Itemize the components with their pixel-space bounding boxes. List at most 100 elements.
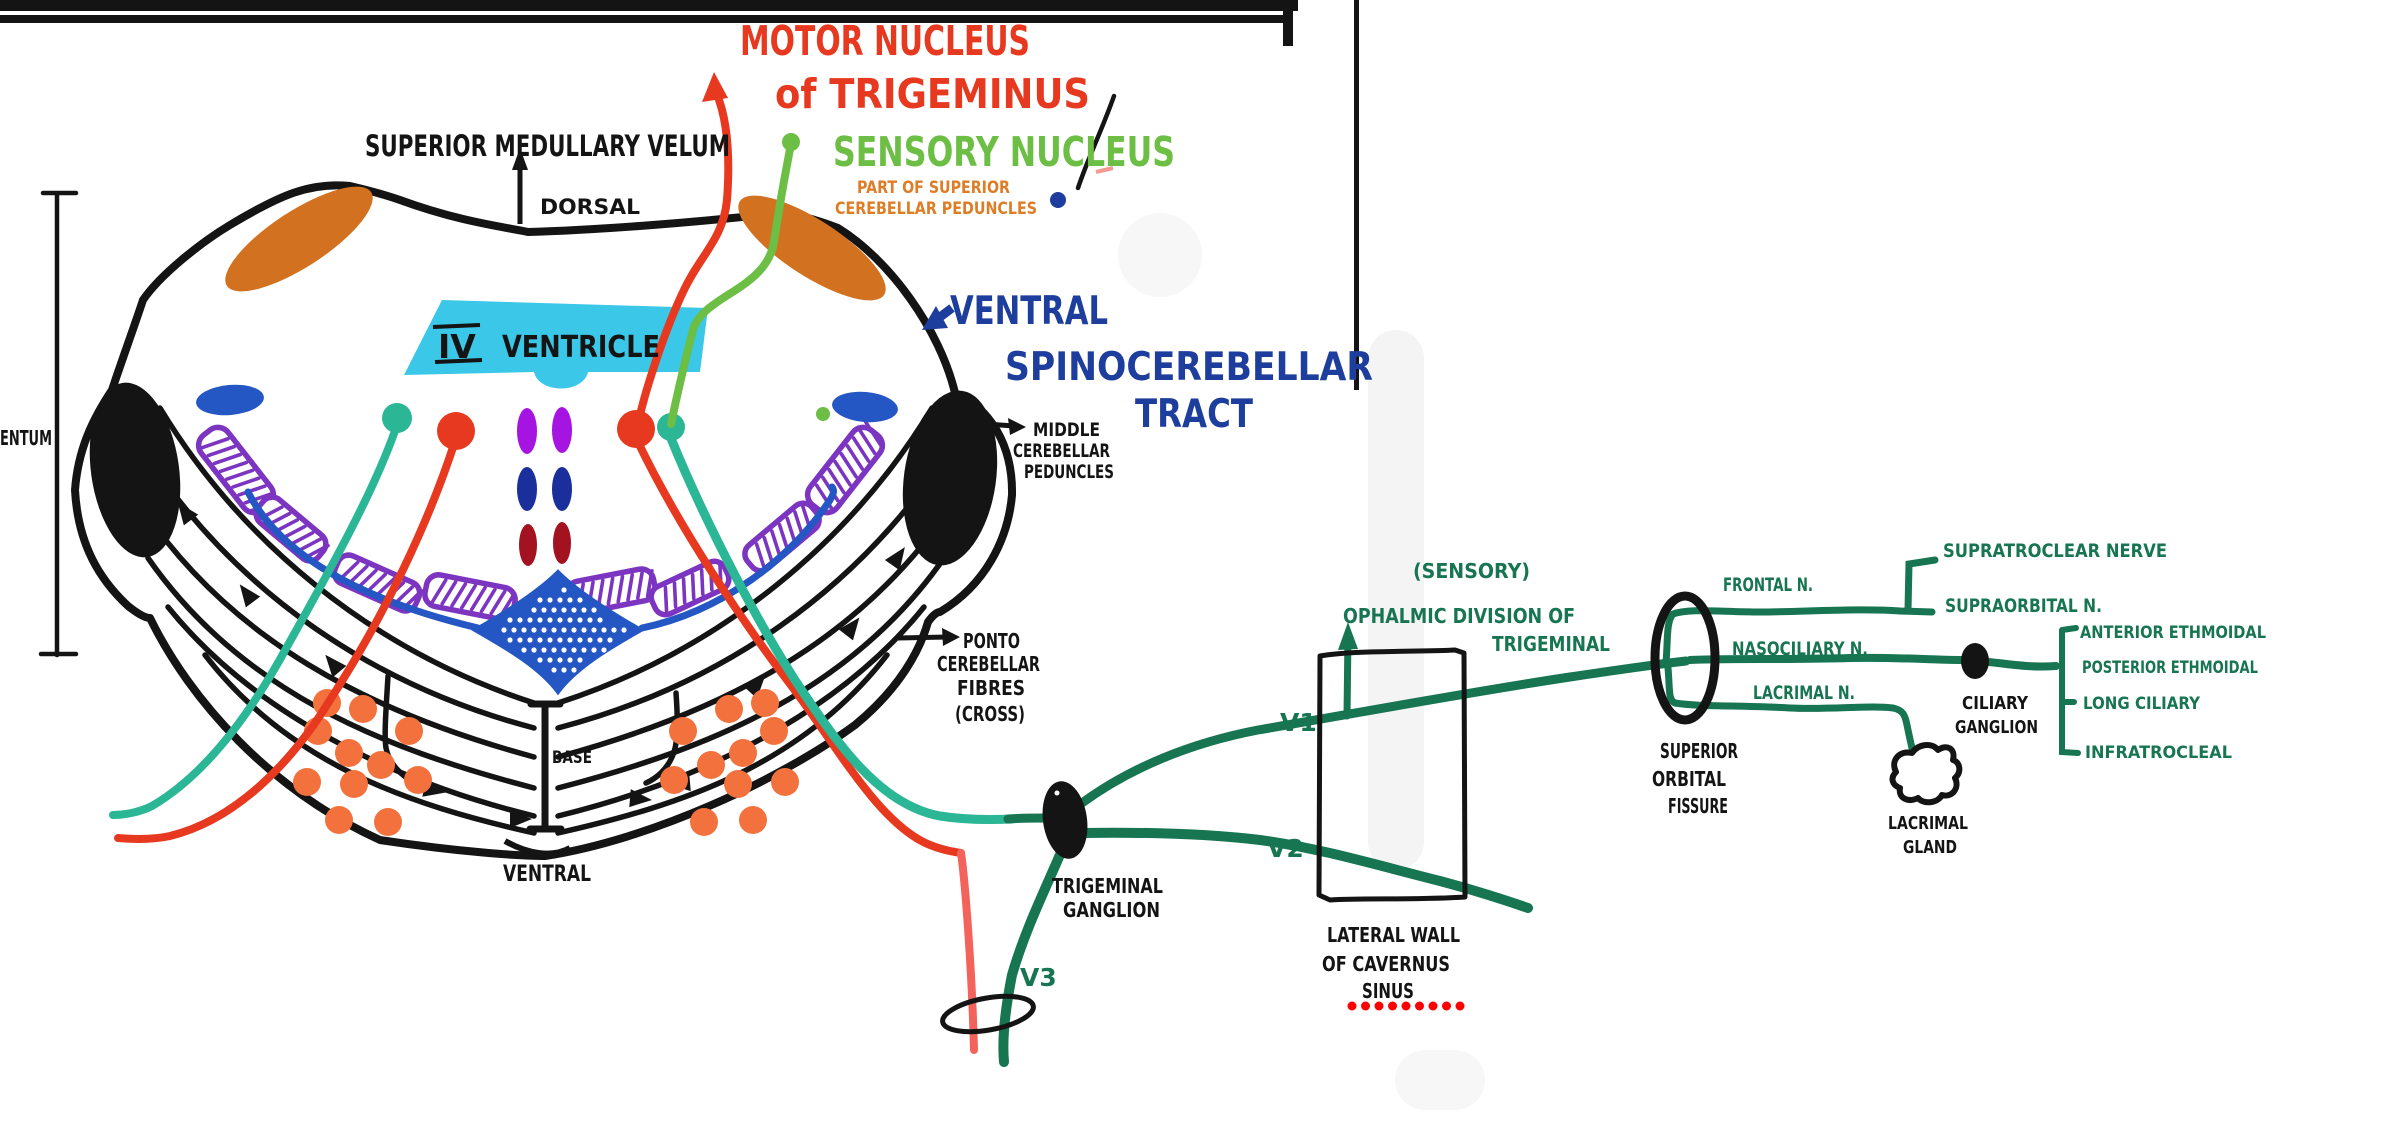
label-ophthalmic-2: TRIGEMINAL [1492,632,1610,656]
red-dotted-underline [1347,1001,1465,1011]
label-sup-orbital-3: FISSURE [1668,794,1728,818]
pontine-dot [771,768,799,796]
middle-peduncle-arrow [985,418,1026,435]
motor-root-v3 [957,849,978,1054]
pontine-dot [325,806,353,834]
pontine-dot [751,689,779,717]
label-ponto-1: PONTO [963,629,1020,653]
pontine-dot [739,806,767,834]
pontine-dot [669,717,697,745]
pontine-dot [404,766,432,794]
small-green-dot [816,407,830,421]
pontine-dot [374,808,402,836]
cavernous-sinus-wall-rect [1316,647,1468,903]
label-trigeminal-ganglion-1: TRIGEMINAL [1052,874,1163,898]
pontine-dot [760,717,788,745]
sensory-leader-line [667,140,795,428]
label-trigeminal-ganglion-2: GANGLION [1063,898,1160,922]
label-lateral-wall-1: LATERAL WALL [1327,923,1460,947]
dorsal-arrow [512,148,528,224]
pontine-dot [660,766,688,794]
pontine-dot [697,751,725,779]
raphe-diamond [470,569,646,696]
supratrochlear-bracket [1904,556,1939,614]
label-ventricle: VENTRICLE [502,330,660,365]
pontine-dot [715,695,743,723]
left-motor-nucleus-dot [437,412,475,450]
pontine-dot [340,770,368,798]
pontine-dot [395,717,423,745]
pontine-dot [724,770,752,798]
right-red-tract [633,436,965,857]
tegmentum-bracket [38,190,79,658]
left-red-tract [114,434,460,843]
label-motor-nucleus-2: of TRIGEMINUS [775,70,1090,118]
left-sensory-nucleus-dot [382,403,412,433]
nasociliary-branch [1686,653,1966,664]
label-ventral-tract-2: SPINOCEREBELLAR [1005,345,1373,390]
trigeminal-nerve-branches [998,556,2081,1067]
label-tegmentum: ENTUM [0,426,52,450]
right-peduncle-ellipse [902,390,998,566]
label-lacrimal-gland-2: GLAND [1903,837,1957,858]
faint-smudges [1368,330,1424,870]
label-middle-3: PEDUNCLES [1024,461,1114,483]
hatched-segment [804,420,886,516]
left-teal-tract [109,421,401,819]
ganglion-highlight [1054,790,1060,796]
label-sensory-nucleus: SENSORY NUCLEUS [833,128,1175,176]
label-base: BASE [552,748,592,768]
frontal-branch [1662,606,1936,666]
hatched-segment [195,424,280,516]
foramen-ovale-ring [940,993,1036,1035]
pons-crease [503,838,572,857]
label-ponto-3: FIBRES [957,676,1025,700]
navy-nucleus-1 [517,467,537,511]
label-ciliary-ganglion-2: GANGLION [1955,717,2038,738]
v3-branch [998,845,1067,1067]
right-motor-nucleus-dot [617,410,655,448]
label-part-superior-1: PART OF SUPERIOR [857,178,1010,198]
violet-nucleus-2 [552,407,572,453]
label-lateral-wall-2: OF CAVERNUS [1322,952,1450,976]
stray-pink-tick [1095,166,1114,174]
pons-outline [71,181,1017,860]
top-frame-edge [0,0,1359,390]
v1-branch [1077,656,1691,808]
label-ventral-tract-1: VENTRAL [950,289,1108,334]
violet-nucleus-1 [517,408,537,454]
label-v1: V1 [1280,708,1317,737]
base-line [526,700,565,833]
right-teal-tract [665,431,1017,825]
left-orange-peduncle [225,186,373,292]
fourth-ventricle [404,300,708,389]
right-spinocerebellar-ellipse [832,391,898,423]
left-spinocerebellar-ellipse [196,384,264,416]
label-velum: SUPERIOR MEDULLARY VELUM [365,129,730,163]
left-peduncle-ellipse [89,382,181,558]
label-infratrochlear: INFRATROCLEAL [2085,743,2232,763]
label-sup-orbital-2: ORBITAL [1652,767,1726,791]
label-lacrimal-n: LACRIMAL N. [1753,682,1855,704]
diamond-crosshatch-holes [501,587,627,673]
label-ciliary-ganglion-1: CILIARY [1962,693,2029,714]
ophthalmic-arrowhead [1338,622,1358,650]
motor-leader-arrowhead [702,72,728,102]
label-v2: V2 [1267,834,1304,863]
lacrimal-branch [1664,664,1919,766]
v2-branch [1075,827,1533,913]
label-dorsal: DORSAL [540,195,640,219]
darkred-nucleus-1 [519,524,537,566]
pontine-nuclei-dots [293,689,799,836]
label-ventral: VENTRAL [503,862,591,887]
nasociliary-after-ganglion [1984,658,2060,671]
label-long-ciliary: LONG CILIARY [2083,694,2201,714]
stray-vertical-line [1354,0,1359,390]
label-ponto-4: (CROSS) [955,702,1025,726]
pontine-dot [690,808,718,836]
label-frontal: FRONTAL N. [1723,574,1813,596]
navy-nucleus-2 [552,467,572,511]
small-blue-dot [1050,192,1066,208]
pontine-dot [349,695,377,723]
